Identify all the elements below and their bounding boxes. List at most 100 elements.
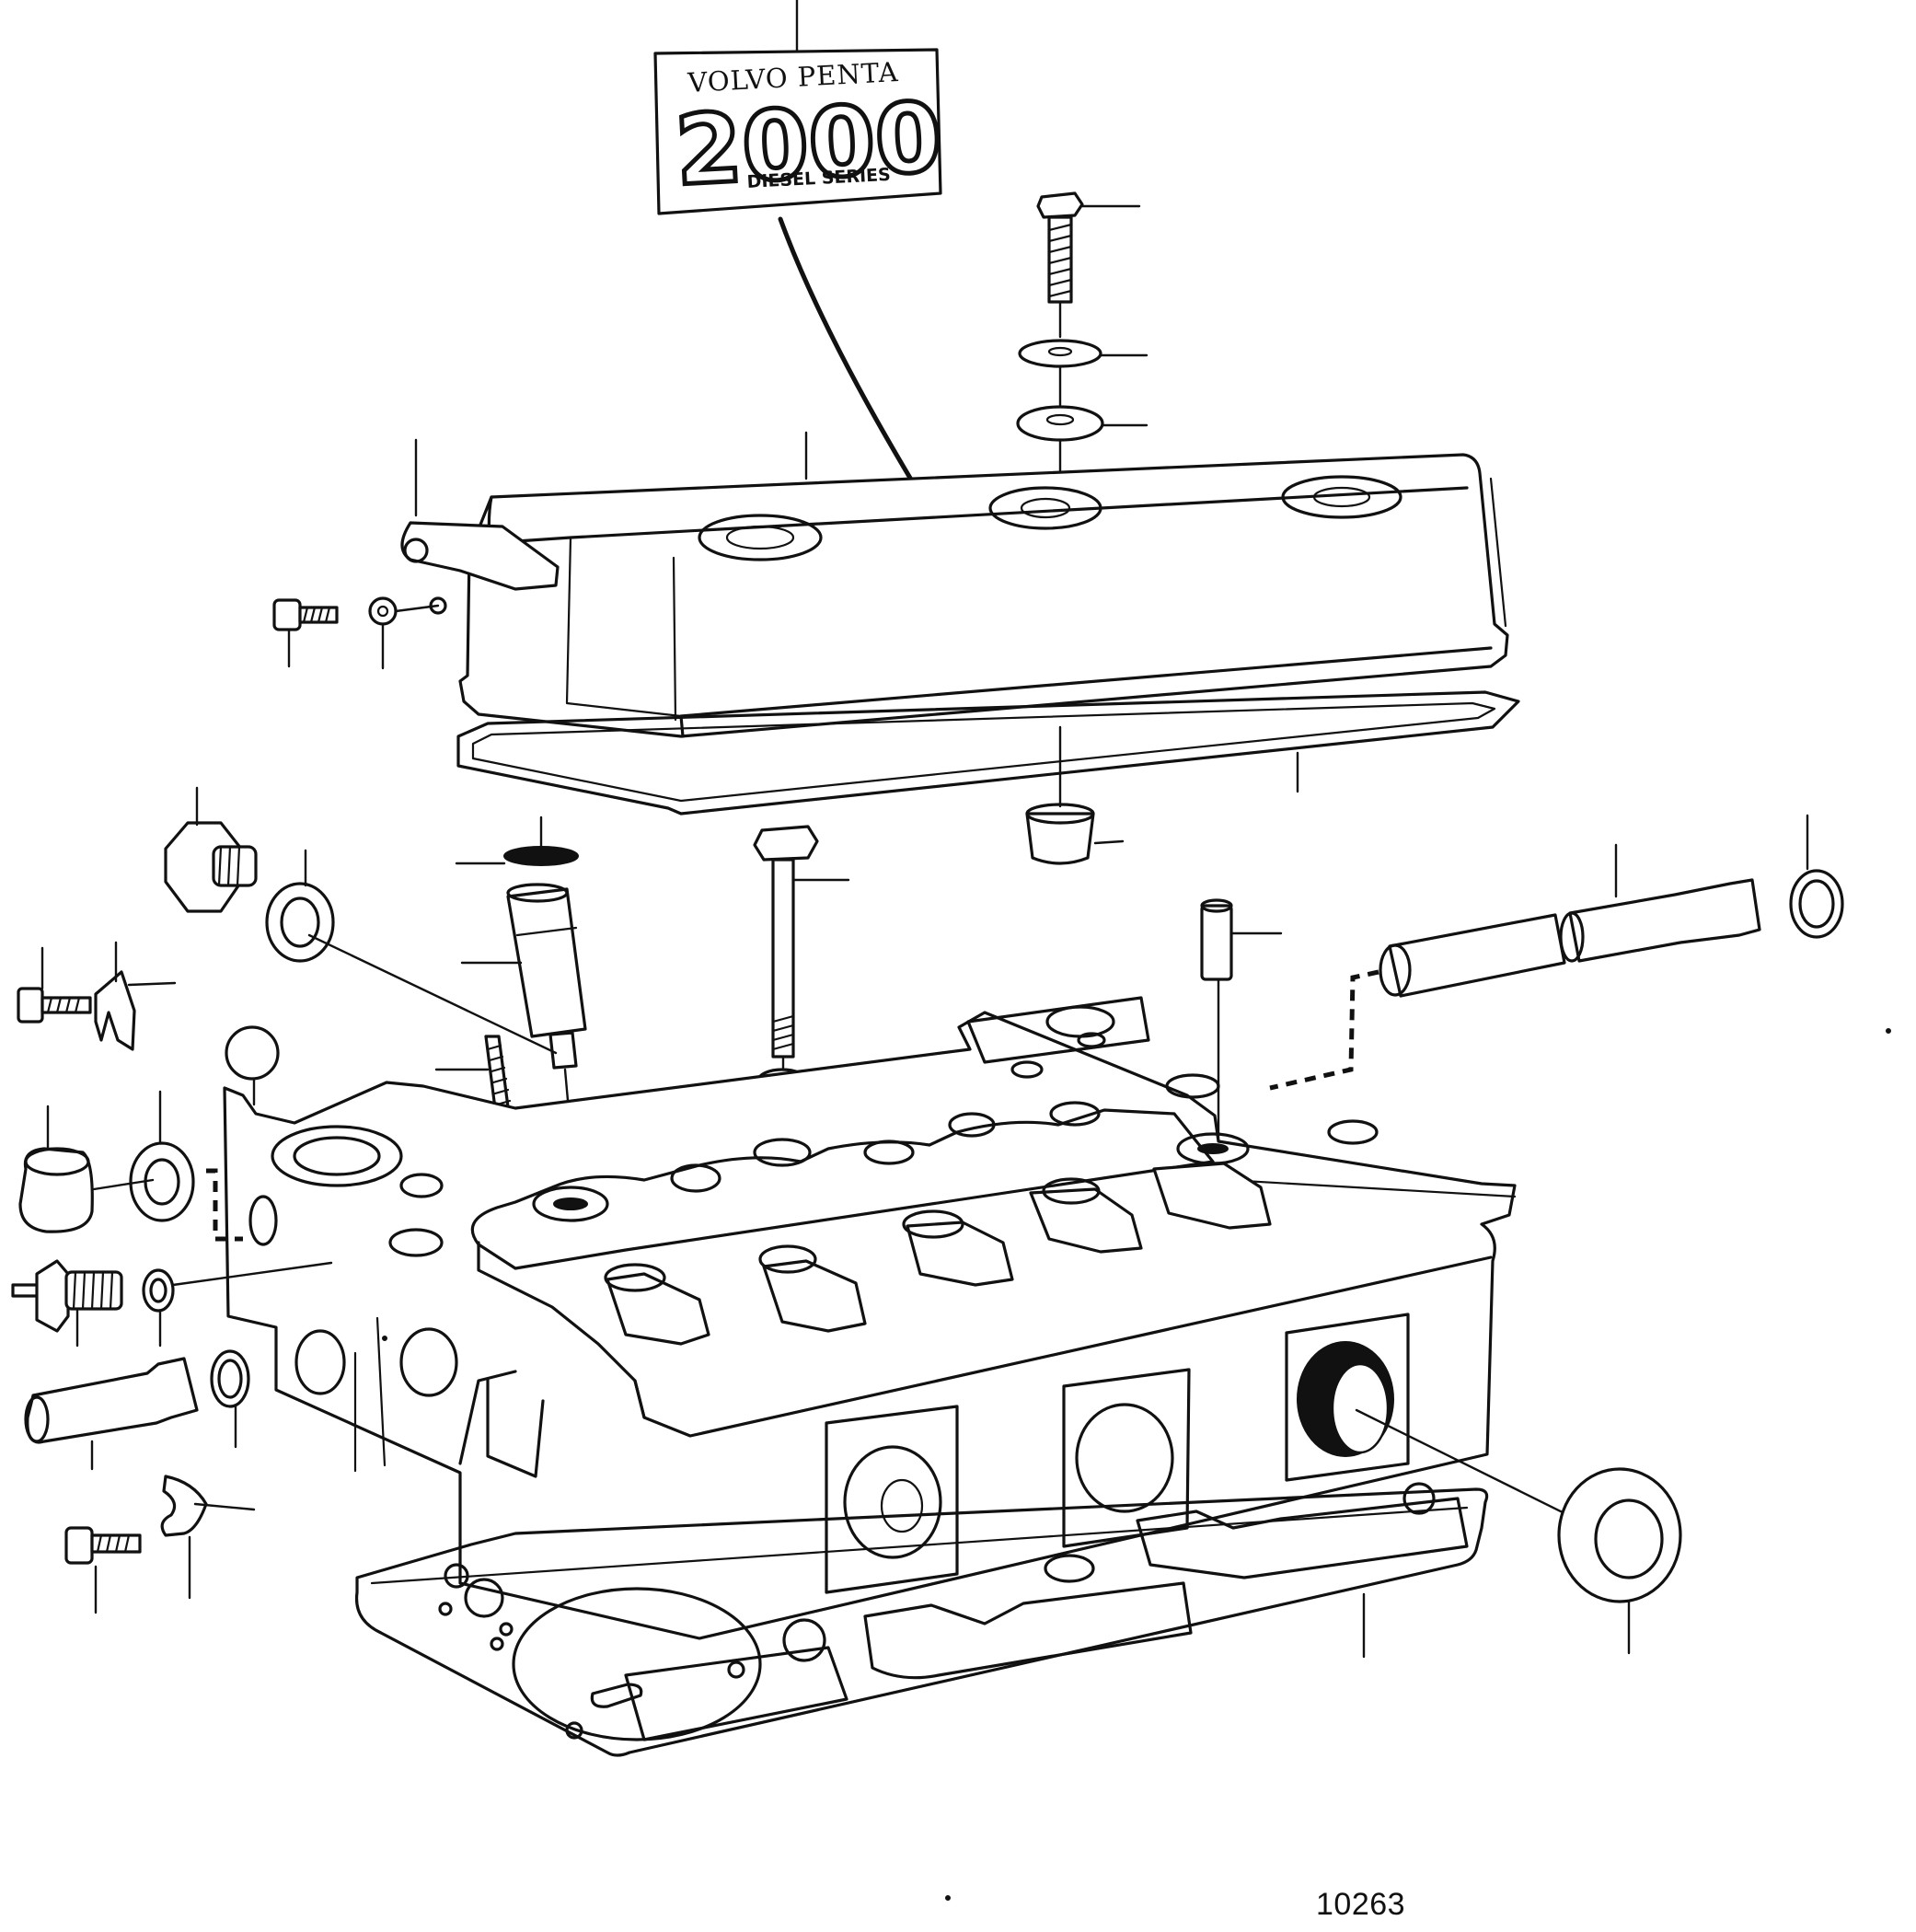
injector-top bbox=[506, 883, 569, 903]
plug-route-dashed bbox=[206, 1168, 243, 1242]
clip-bolt-lower-head bbox=[64, 1526, 94, 1565]
gasket-hole-9 bbox=[1402, 1482, 1436, 1515]
gasket-slot-1 bbox=[590, 1683, 643, 1708]
cover-washer-lower-hole bbox=[1045, 413, 1075, 426]
injector-body bbox=[506, 887, 587, 1038]
coolant-pipe-short bbox=[1388, 913, 1566, 998]
exhaust-port-3-pad bbox=[1285, 1313, 1410, 1482]
cover-sleeve-leader bbox=[1093, 839, 1125, 845]
stray-dot-3 bbox=[945, 1895, 951, 1901]
rocker-pedestal-4 bbox=[1029, 1187, 1143, 1254]
cover-bolt-assembly bbox=[1016, 191, 1148, 517]
cover-bolt-head bbox=[1036, 191, 1084, 219]
cylinder-head-body bbox=[223, 1011, 1517, 1640]
gasket-hole-8 bbox=[1044, 1554, 1095, 1583]
valve-cover-crease bbox=[672, 477, 1507, 722]
drain-plug-washer-inner bbox=[280, 897, 320, 948]
head-stud-boss-7 bbox=[1049, 1101, 1101, 1127]
gasket-hole-6 bbox=[727, 1660, 745, 1679]
cup-plug-washer bbox=[129, 1141, 195, 1222]
guide-sleeve-body bbox=[1200, 904, 1233, 981]
exhaust-port-2 bbox=[1075, 1403, 1174, 1513]
clip-bolt-lower-thread bbox=[96, 1533, 131, 1554]
head-front-face bbox=[486, 1377, 545, 1478]
head-stud-boss-6 bbox=[948, 1112, 996, 1138]
temp-sender-thread bbox=[72, 1270, 114, 1311]
inlet-pipe bbox=[26, 1357, 199, 1444]
valve-cover-body bbox=[458, 453, 1509, 738]
coolant-pipe-o-ring-inner bbox=[1798, 879, 1835, 929]
gasket-hole-5 bbox=[490, 1637, 504, 1651]
drain-plug-thread-lines bbox=[217, 845, 241, 887]
gasket-hole-10 bbox=[565, 1721, 583, 1740]
cover-screw-head bbox=[272, 598, 302, 631]
clip-lower bbox=[160, 1475, 208, 1537]
valve-cover-boss-3 bbox=[1281, 475, 1402, 519]
thermostat-boss bbox=[1045, 1005, 1115, 1038]
head-port-front-inner bbox=[293, 1136, 381, 1176]
badge-series-number: 2000 bbox=[673, 81, 944, 207]
head-stud-boss-4 bbox=[753, 1138, 812, 1167]
rocker-pedestal-3-top bbox=[902, 1209, 964, 1239]
inlet-pipe-o-ring-inner bbox=[217, 1359, 243, 1399]
inlet-pipe-end bbox=[24, 1395, 50, 1443]
cover-screw-assembly bbox=[272, 596, 440, 670]
injector-assembly bbox=[455, 816, 587, 1195]
clip-bolt-upper-thread bbox=[46, 996, 81, 1014]
clip-upper bbox=[94, 970, 136, 1051]
head-reference-circle bbox=[225, 1025, 280, 1081]
exhaust-port-1-inner bbox=[880, 1478, 924, 1533]
drain-plug-thread bbox=[212, 845, 258, 887]
front-end-port-2 bbox=[399, 1327, 458, 1397]
cylinder-head-step bbox=[633, 1379, 646, 1419]
coolant-pipes bbox=[1269, 814, 1844, 1091]
valve-cover-boss-1-inner bbox=[725, 525, 795, 550]
gasket-hole-1 bbox=[444, 1563, 469, 1589]
exhaust-port-3-inner bbox=[1331, 1362, 1390, 1454]
guide-sleeve bbox=[1200, 898, 1283, 1152]
head-stud-boss-8 bbox=[1165, 1073, 1220, 1099]
figure-reference-number: 10263 bbox=[1316, 1887, 1406, 1922]
valve-cover-boss-3-inner bbox=[1312, 486, 1371, 508]
clip-lower-leader bbox=[193, 1502, 256, 1511]
valve-cover-bottom-edge bbox=[679, 646, 1493, 738]
head-stud-boss-10 bbox=[1010, 1060, 1044, 1079]
head-gasket bbox=[354, 1482, 1489, 1757]
exhaust-port-1-pad bbox=[825, 1405, 959, 1594]
gasket-hole-7 bbox=[782, 1618, 826, 1662]
cover-gasket-inner bbox=[471, 701, 1496, 803]
cylinder-head bbox=[223, 996, 1517, 1640]
inlet-pipe-o-ring bbox=[210, 1349, 250, 1408]
cylinder-head-left-edge bbox=[458, 1370, 517, 1465]
cover-sleeve-body bbox=[1025, 812, 1095, 865]
temp-sender-hex bbox=[35, 1259, 70, 1333]
gasket-cylinder-bore-1 bbox=[512, 1587, 762, 1741]
cover-screw-axis bbox=[394, 604, 440, 613]
head-port-front bbox=[271, 1125, 403, 1187]
coolant-pipe-long bbox=[1568, 878, 1761, 963]
front-end-port-1 bbox=[294, 1329, 346, 1395]
gasket-water-passage-2 bbox=[1136, 1497, 1469, 1579]
injector-seat-1-hole bbox=[553, 1197, 588, 1210]
temp-sender-washer bbox=[142, 1268, 175, 1313]
cover-screw-thread bbox=[302, 606, 331, 624]
head-stud-boss-1 bbox=[399, 1173, 444, 1198]
cup-plug-axis bbox=[92, 1178, 155, 1191]
head-bolt-thread bbox=[771, 1014, 795, 1051]
valve-cover bbox=[400, 431, 1509, 738]
stray-dot-2 bbox=[1886, 1028, 1891, 1034]
stray-dot-1 bbox=[382, 1336, 387, 1341]
valve-cover-boss-2 bbox=[988, 486, 1102, 530]
guide-sleeve-top bbox=[1200, 898, 1233, 913]
rocker-pedestal-1-top bbox=[604, 1263, 666, 1292]
valve-cover-boss-1 bbox=[698, 514, 823, 561]
volvo-penta-badge: VOLVO PENTA 2000 DIESEL SERIES bbox=[653, 0, 1003, 638]
gasket-water-passage-1 bbox=[863, 1581, 1193, 1680]
clip-upper-leader bbox=[127, 981, 177, 987]
core-plug-inner bbox=[1594, 1498, 1664, 1579]
injector-seal-ring bbox=[503, 846, 579, 866]
head-stud-boss-9 bbox=[1327, 1119, 1379, 1145]
injector-seat-1 bbox=[532, 1186, 609, 1222]
badge-plate bbox=[653, 48, 942, 215]
cover-bolt-thread bbox=[1047, 223, 1073, 298]
